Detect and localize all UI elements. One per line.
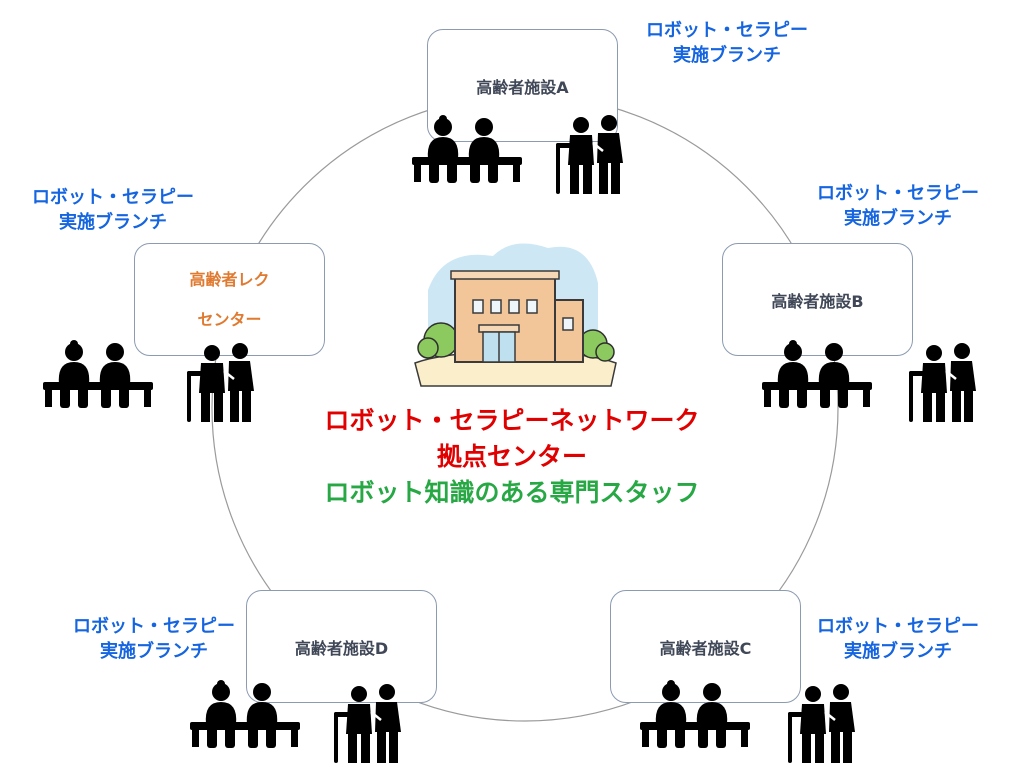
facility-c-node: 高齢者施設C bbox=[610, 590, 801, 703]
branch-label-d: ロボット・セラピー 実施ブランチ bbox=[44, 614, 264, 664]
facility-b-label: 高齢者施設B bbox=[771, 291, 864, 311]
branch-label-a: ロボット・セラピー 実施ブランチ bbox=[617, 18, 837, 68]
branch-line1: ロボット・セラピー bbox=[646, 20, 808, 41]
walking-elderly-icon bbox=[788, 684, 855, 763]
branch-line1: ロボット・セラピー bbox=[73, 616, 235, 637]
branch-line2: 実施ブランチ bbox=[844, 208, 952, 229]
branch-label-rec: ロボット・セラピー 実施ブランチ bbox=[3, 185, 223, 235]
branch-line2: 実施ブランチ bbox=[844, 641, 952, 662]
facility-d-node: 高齢者施設D bbox=[246, 590, 437, 703]
center-title-line2: 拠点センター bbox=[436, 442, 587, 471]
branch-label-c: ロボット・セラピー 実施ブランチ bbox=[788, 614, 1008, 664]
center-title-line3: ロボット知識のある専門スタッフ bbox=[324, 478, 700, 507]
seated-elderly-icon bbox=[412, 115, 522, 183]
center-title-line1: ロボット・セラピーネットワーク bbox=[324, 406, 700, 435]
walking-elderly-icon bbox=[909, 343, 976, 422]
facility-a-label: 高齢者施設A bbox=[476, 77, 569, 97]
rec-center-node: 高齢者レク センター bbox=[134, 243, 325, 356]
walking-elderly-icon bbox=[556, 115, 623, 194]
facility-d-label: 高齢者施設D bbox=[294, 638, 389, 658]
walking-elderly-icon bbox=[187, 343, 254, 422]
branch-line2: 実施ブランチ bbox=[100, 641, 208, 662]
seated-elderly-icon bbox=[762, 340, 872, 408]
branch-line2: 実施ブランチ bbox=[673, 45, 781, 66]
branch-line1: ロボット・セラピー bbox=[32, 187, 194, 208]
seated-elderly-icon bbox=[190, 680, 300, 748]
rec-center-label-2: センター bbox=[197, 309, 262, 329]
branch-line2: 実施ブランチ bbox=[59, 212, 167, 233]
walking-elderly-icon bbox=[334, 684, 401, 763]
branch-label-b: ロボット・セラピー 実施ブランチ bbox=[788, 181, 1008, 231]
facility-b-node: 高齢者施設B bbox=[722, 243, 913, 356]
branch-line1: ロボット・セラピー bbox=[817, 616, 979, 637]
facility-c-label: 高齢者施設C bbox=[659, 638, 752, 658]
hub-building-icon bbox=[414, 243, 617, 387]
branch-line1: ロボット・セラピー bbox=[817, 183, 979, 204]
rec-center-label-1: 高齢者レク bbox=[189, 269, 270, 289]
seated-elderly-icon bbox=[640, 680, 750, 748]
seated-elderly-icon bbox=[43, 340, 153, 408]
